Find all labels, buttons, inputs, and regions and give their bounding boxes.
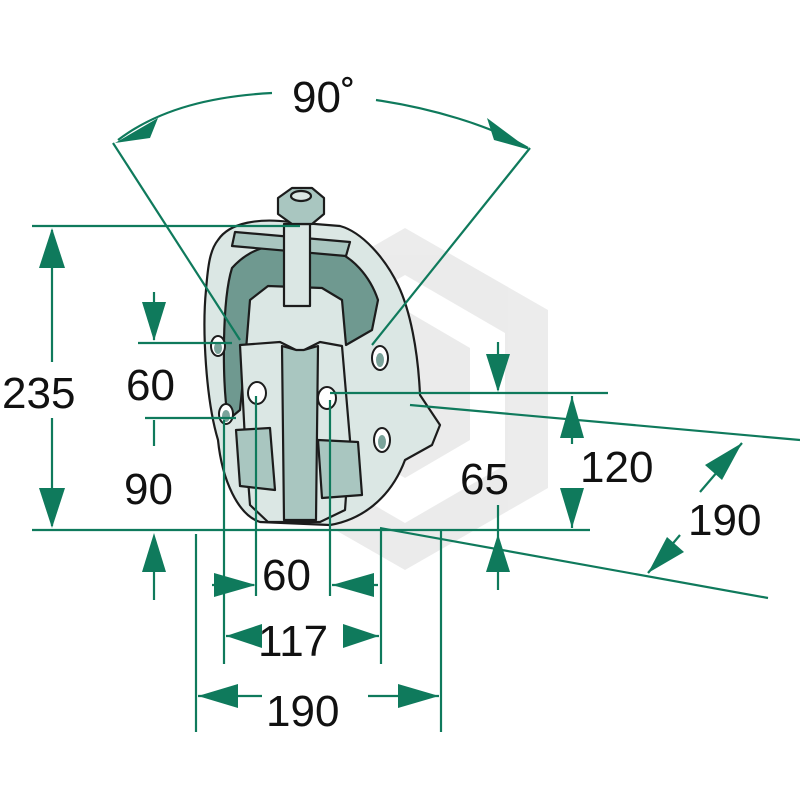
clevis-coupling-icon <box>203 186 442 527</box>
bottom-offset-label: 90 <box>124 465 173 514</box>
inner-width-label: 117 <box>258 617 328 666</box>
plate-height-label: 120 <box>580 443 653 492</box>
hole-height-label: 65 <box>460 455 509 504</box>
angle-label: 90˚ <box>292 73 356 122</box>
diagonal-label: 190 <box>688 496 761 545</box>
dimension-lines <box>32 91 800 732</box>
hole-spacing-horizontal-label: 60 <box>262 551 311 600</box>
hole-spacing-vertical-label: 60 <box>126 361 175 410</box>
overall-width-label: 190 <box>266 687 339 736</box>
height-label: 235 <box>2 369 75 418</box>
